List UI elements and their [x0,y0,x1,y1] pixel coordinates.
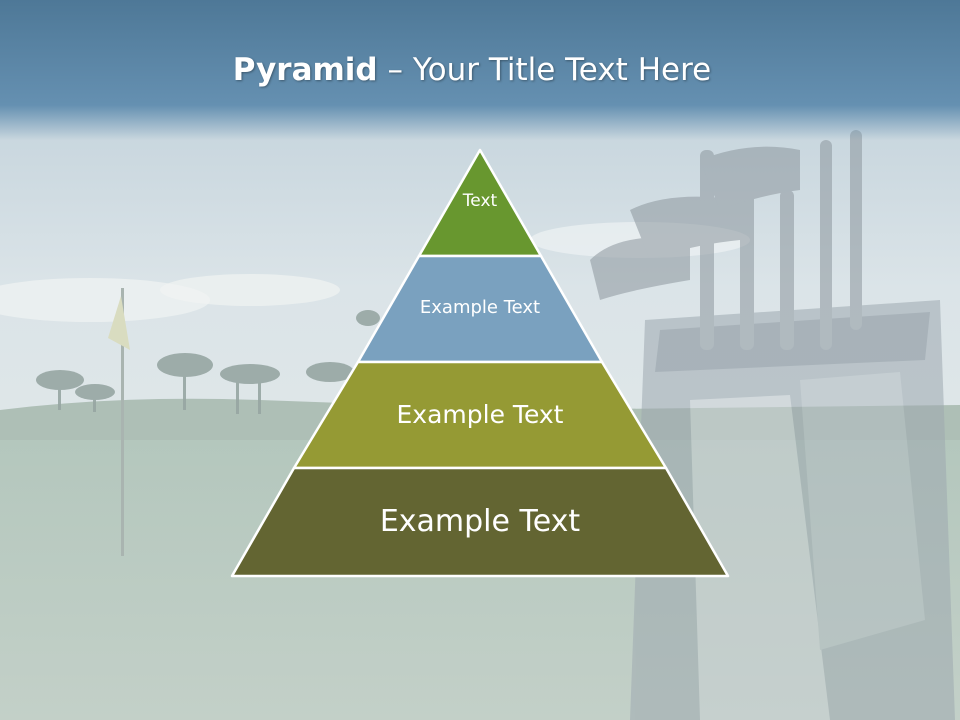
pyramid-tier-1-label: Text [462,191,498,211]
flag-icon [108,296,130,350]
pyramid-tier-4 [230,466,730,578]
golf-bag-icon [590,130,955,720]
pyramid-tier-2-label: Example Text [419,297,541,318]
title-bold: Pyramid [232,52,378,88]
flag-pole-icon [121,288,124,556]
pyramid-tier-4-label: Example Text [379,504,581,539]
title-banner [0,0,960,140]
slide-title: Pyramid – Your Title Text Here [0,52,944,88]
pyramid-tier-3-label: Example Text [396,400,564,429]
title-rest: – Your Title Text Here [377,52,712,88]
